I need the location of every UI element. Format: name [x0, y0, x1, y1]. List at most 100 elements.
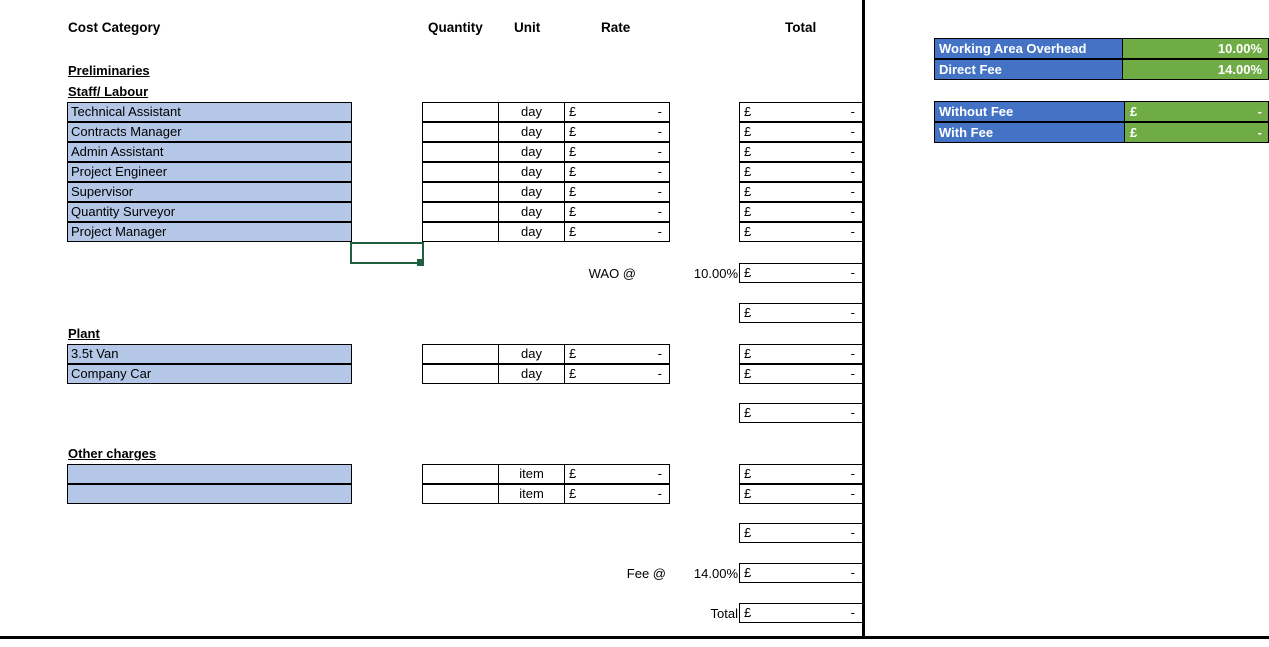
- table-row-item-name[interactable]: Admin Assistant: [67, 142, 352, 162]
- table-row-unit[interactable]: day: [498, 344, 565, 364]
- currency-symbol: £: [744, 144, 752, 159]
- table-row-item-name[interactable]: 3.5t Van: [67, 344, 352, 364]
- table-row-unit[interactable]: day: [498, 102, 565, 122]
- table-row-quantity[interactable]: [422, 222, 499, 242]
- table-row-rate[interactable]: £-: [564, 202, 670, 222]
- table-row-rate[interactable]: £-: [564, 484, 670, 504]
- currency-symbol: £: [744, 466, 752, 481]
- table-row-quantity[interactable]: [422, 364, 499, 384]
- table-row-unit[interactable]: day: [498, 202, 565, 222]
- table-row-item-name[interactable]: [67, 464, 352, 484]
- table-row-quantity[interactable]: [422, 182, 499, 202]
- table-row-rate[interactable]: £-: [564, 464, 670, 484]
- total-value: -: [850, 346, 855, 361]
- table-row-quantity[interactable]: [422, 122, 499, 142]
- vertical-divider: [862, 0, 865, 638]
- table-row-rate[interactable]: £-: [564, 344, 670, 364]
- summary-rate-value-direct-fee[interactable]: 14.00%: [1122, 59, 1269, 80]
- table-row-item-name[interactable]: Company Car: [67, 364, 352, 384]
- table-row-item-name[interactable]: Contracts Manager: [67, 122, 352, 142]
- total-value: -: [850, 184, 855, 199]
- total-value: -: [850, 144, 855, 159]
- other-charges-subtotal[interactable]: £ -: [739, 523, 863, 543]
- table-row-total[interactable]: £-: [739, 222, 863, 242]
- table-row-quantity[interactable]: [422, 464, 499, 484]
- rate-value: -: [657, 204, 662, 219]
- currency-symbol: £: [744, 224, 752, 239]
- summary-rate-value-wao[interactable]: 10.00%: [1122, 38, 1269, 59]
- table-row-rate[interactable]: £-: [564, 122, 670, 142]
- table-row-rate[interactable]: £-: [564, 364, 670, 384]
- table-row-quantity[interactable]: [422, 344, 499, 364]
- currency-symbol: £: [744, 486, 752, 501]
- currency-symbol: £: [569, 486, 577, 501]
- table-row-total[interactable]: £-: [739, 142, 863, 162]
- currency-symbol: £: [744, 184, 752, 199]
- currency-symbol: £: [744, 305, 752, 320]
- fill-handle[interactable]: [417, 259, 424, 266]
- rate-value: -: [657, 466, 662, 481]
- rate-value: -: [657, 486, 662, 501]
- rate-value: -: [657, 224, 662, 239]
- table-row-unit[interactable]: day: [498, 122, 565, 142]
- currency-symbol: £: [569, 144, 577, 159]
- fee-value: -: [850, 565, 855, 580]
- staff-subtotal[interactable]: £ -: [739, 303, 863, 323]
- table-row-total[interactable]: £-: [739, 364, 863, 384]
- table-row-quantity[interactable]: [422, 202, 499, 222]
- table-row-quantity[interactable]: [422, 162, 499, 182]
- table-row-unit[interactable]: day: [498, 142, 565, 162]
- table-row-total[interactable]: £-: [739, 344, 863, 364]
- active-cell-selection[interactable]: [350, 242, 424, 264]
- table-row-rate[interactable]: £-: [564, 102, 670, 122]
- table-row-quantity[interactable]: [422, 484, 499, 504]
- wao-total[interactable]: £ -: [739, 263, 863, 283]
- wao-percent: 10.00%: [693, 266, 738, 281]
- currency-symbol: £: [744, 405, 752, 420]
- summary-total-value-without-fee[interactable]: £ -: [1124, 101, 1269, 122]
- table-row-unit[interactable]: day: [498, 182, 565, 202]
- plant-subtotal-value: -: [850, 405, 855, 420]
- table-row-item-name[interactable]: [67, 484, 352, 504]
- table-row-rate[interactable]: £-: [564, 182, 670, 202]
- total-value: -: [850, 466, 855, 481]
- grand-total-value: -: [850, 605, 855, 620]
- table-row-unit[interactable]: item: [498, 484, 565, 504]
- total-value: -: [850, 486, 855, 501]
- summary-total-value-with-fee[interactable]: £ -: [1124, 122, 1269, 143]
- table-row-rate[interactable]: £-: [564, 142, 670, 162]
- total-value: -: [850, 366, 855, 381]
- table-row-quantity[interactable]: [422, 142, 499, 162]
- horizontal-divider: [0, 636, 1269, 639]
- table-row-unit[interactable]: day: [498, 364, 565, 384]
- table-row-item-name[interactable]: Supervisor: [67, 182, 352, 202]
- table-row-quantity[interactable]: [422, 102, 499, 122]
- table-row-unit[interactable]: item: [498, 464, 565, 484]
- fee-total[interactable]: £ -: [739, 563, 863, 583]
- plant-subtotal[interactable]: £ -: [739, 403, 863, 423]
- table-row-total[interactable]: £-: [739, 464, 863, 484]
- table-row-total[interactable]: £-: [739, 484, 863, 504]
- header-unit: Unit: [514, 20, 541, 35]
- total-value: -: [850, 104, 855, 119]
- table-row-rate[interactable]: £-: [564, 162, 670, 182]
- table-row-total[interactable]: £-: [739, 162, 863, 182]
- header-quantity: Quantity: [428, 20, 483, 35]
- grand-total[interactable]: £ -: [739, 603, 863, 623]
- currency-symbol: £: [744, 124, 752, 139]
- table-row-total[interactable]: £-: [739, 102, 863, 122]
- table-row-total[interactable]: £-: [739, 182, 863, 202]
- rate-value: -: [657, 164, 662, 179]
- currency-symbol: £: [569, 104, 577, 119]
- currency-symbol: £: [744, 605, 752, 620]
- table-row-item-name[interactable]: Project Engineer: [67, 162, 352, 182]
- table-row-item-name[interactable]: Quantity Surveyor: [67, 202, 352, 222]
- table-row-unit[interactable]: day: [498, 222, 565, 242]
- table-row-unit[interactable]: day: [498, 162, 565, 182]
- table-row-total[interactable]: £-: [739, 202, 863, 222]
- table-row-total[interactable]: £-: [739, 122, 863, 142]
- table-row-rate[interactable]: £-: [564, 222, 670, 242]
- table-row-item-name[interactable]: Technical Assistant: [67, 102, 352, 122]
- wao-label: WAO @: [588, 266, 636, 281]
- table-row-item-name[interactable]: Project Manager: [67, 222, 352, 242]
